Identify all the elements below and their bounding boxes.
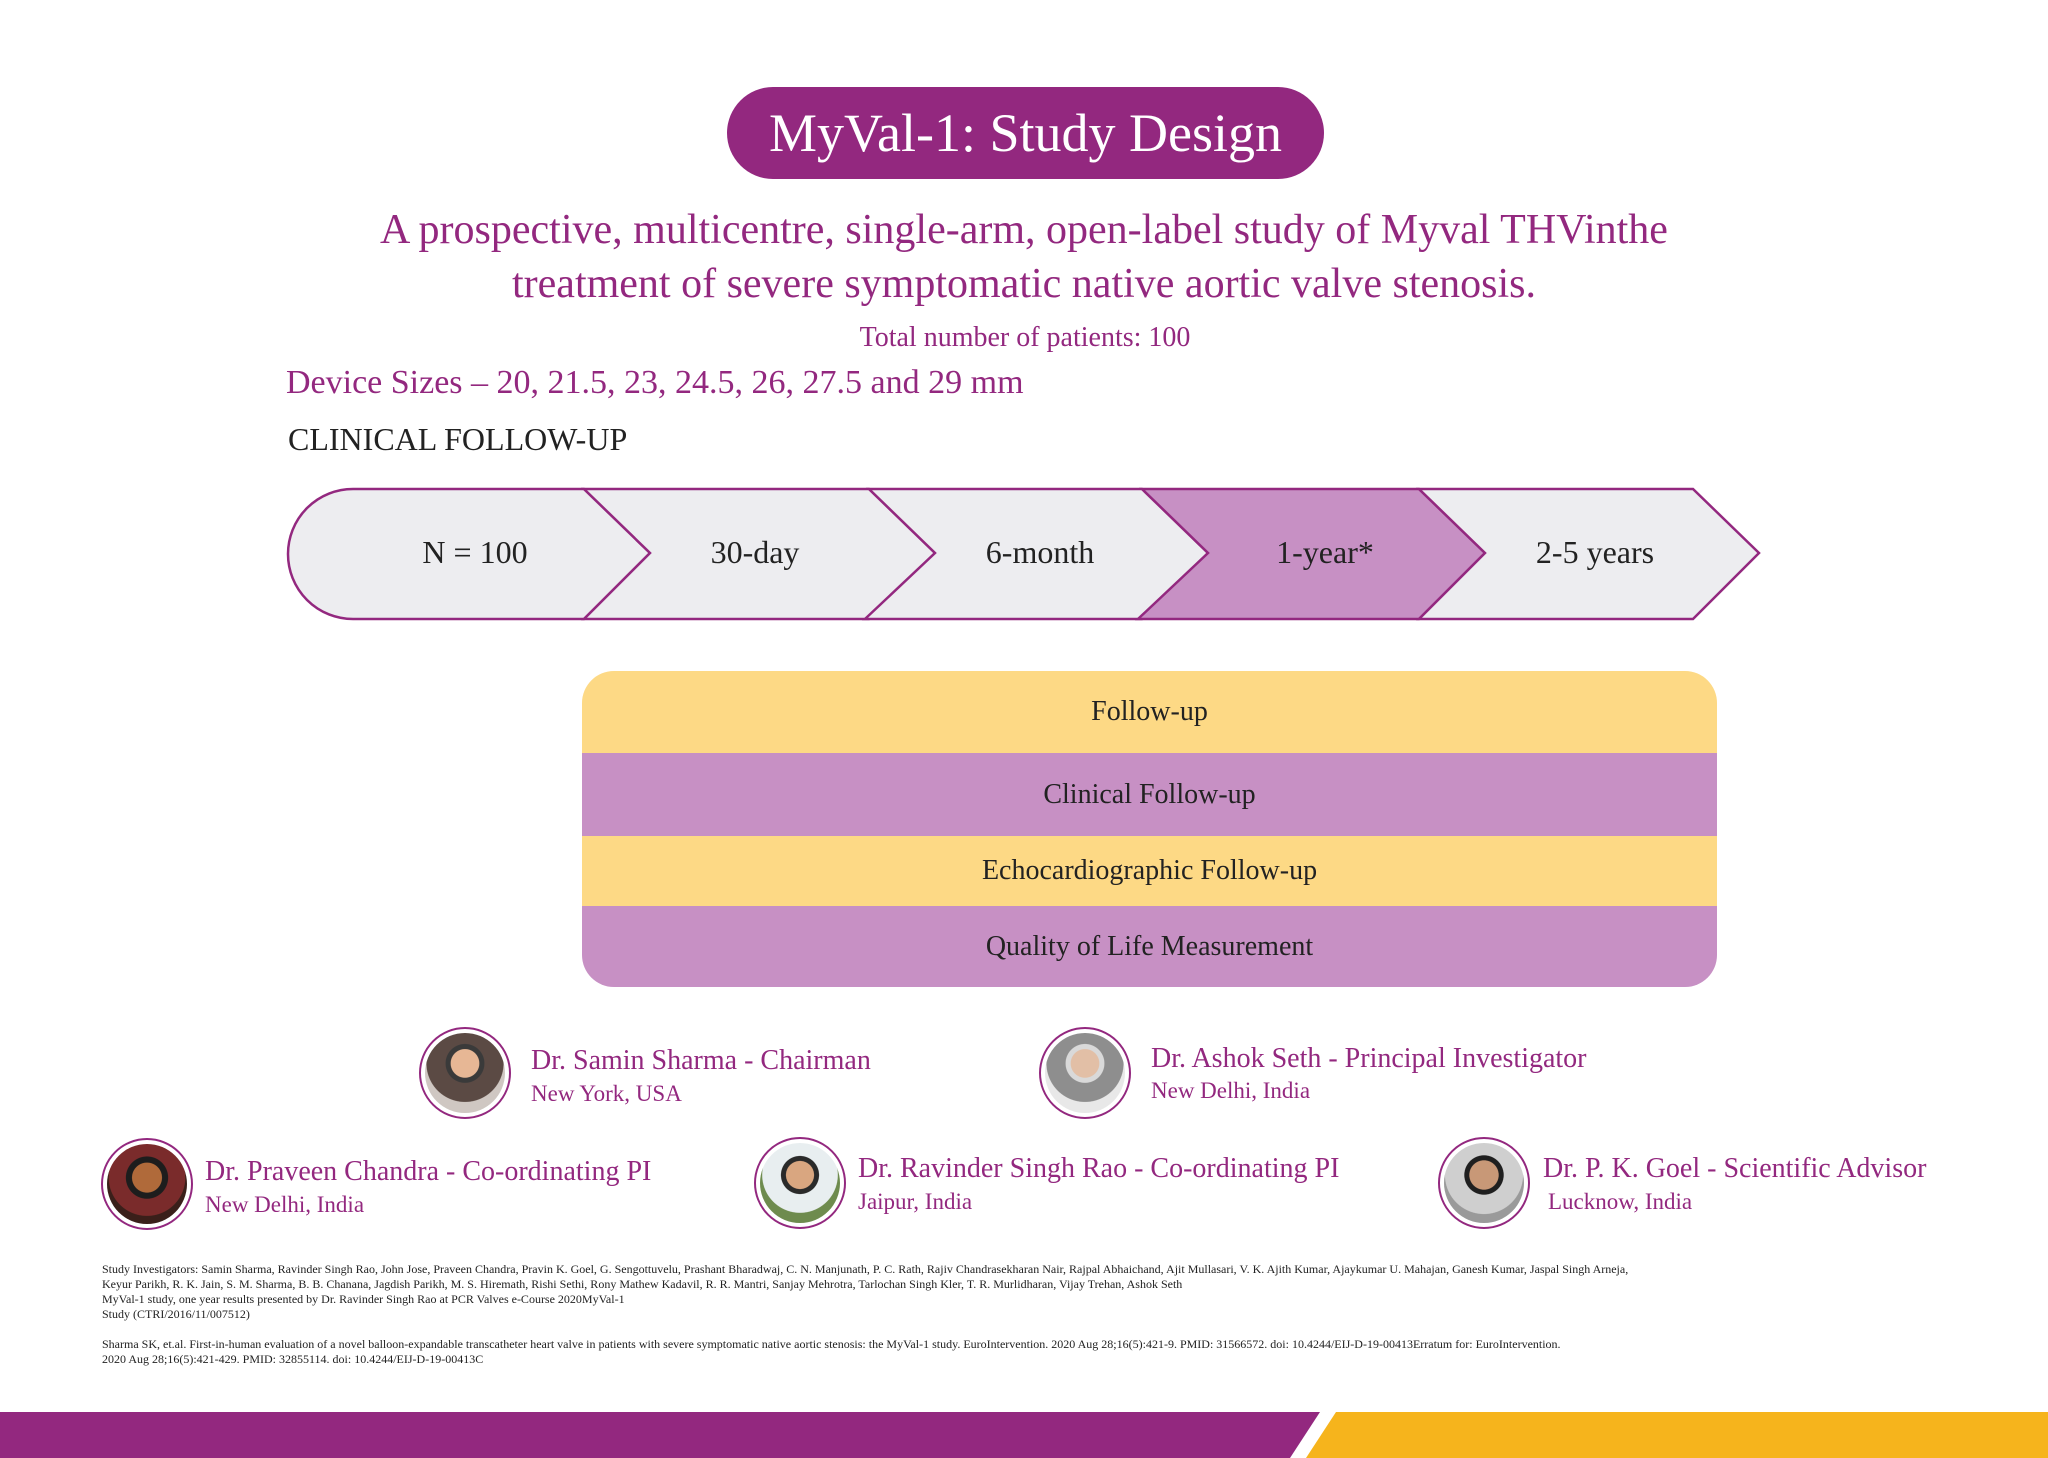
footer-bar-purple [0, 1412, 1320, 1458]
avatar [1438, 1137, 1530, 1229]
avatar [1039, 1027, 1131, 1119]
timeline-step-2to5years-shape [1415, 487, 1761, 621]
footnote-results-2: Study (CTRI/2016/11/007512) [102, 1307, 250, 1321]
study-description-line-2: treatment of severe symptomatic native a… [512, 261, 1536, 307]
person-location: New Delhi, India [1151, 1078, 1311, 1103]
person-name: Dr. Ravinder Singh Rao - Co-ordinating P… [858, 1153, 1340, 1184]
device-sizes: Device Sizes – 20, 21.5, 23, 24.5, 26, 2… [286, 364, 1024, 401]
followup-row-quality-of-life: Quality of Life Measurement [582, 906, 1717, 987]
timeline-step-n100-shape [286, 487, 652, 621]
avatar [754, 1137, 846, 1229]
followup-row-header: Follow-up [582, 671, 1717, 753]
footnote-investigators-2: Keyur Parikh, R. K. Jain, S. M. Sharma, … [102, 1277, 1183, 1291]
timeline-step-30day: 30-day [710, 534, 800, 570]
person-name: Dr. Ashok Seth - Principal Investigator [1151, 1043, 1587, 1074]
avatar [419, 1027, 511, 1119]
footer-bar-yellow [1306, 1412, 2048, 1458]
timeline-step-n100: N = 100 [422, 534, 528, 570]
followup-table: Follow-up Clinical Follow-up Echocardiog… [582, 671, 1717, 987]
total-patients: Total number of patients: 100 [859, 322, 1191, 353]
timeline-step-1year: 1-year* [1276, 534, 1374, 570]
person-location: Jaipur, India [858, 1189, 973, 1214]
study-description-line-1: A prospective, multicentre, single-arm, … [380, 207, 1668, 253]
person-location: New Delhi, India [205, 1192, 365, 1217]
followup-row-clinical: Clinical Follow-up [582, 753, 1717, 836]
timeline-step-2to5years: 2-5 years [1535, 534, 1655, 570]
person-name: Dr. Praveen Chandra - Co-ordinating PI [205, 1156, 652, 1187]
footnote-reference-2: 2020 Aug 28;16(5):421-429. PMID: 3285511… [102, 1352, 484, 1366]
person-location: Lucknow, India [1548, 1189, 1693, 1214]
person-name: Dr. P. K. Goel - Scientific Advisor [1543, 1153, 1927, 1184]
person-location: New York, USA [531, 1081, 682, 1106]
footnote-reference-1: Sharma SK, et.al. First-in-human evaluat… [102, 1337, 1561, 1351]
avatar [101, 1138, 193, 1230]
timeline-step-6month: 6-month [985, 534, 1095, 570]
footnote-results-1: MyVal-1 study, one year results presente… [102, 1292, 625, 1306]
person-name: Dr. Samin Sharma - Chairman [531, 1045, 871, 1076]
clinical-followup-heading: CLINICAL FOLLOW-UP [288, 421, 628, 457]
page-title: MyVal-1: Study Design [727, 87, 1324, 179]
footnote-investigators-1: Study Investigators: Samin Sharma, Ravin… [102, 1262, 1629, 1276]
followup-row-echocardiographic: Echocardiographic Follow-up [582, 836, 1717, 906]
